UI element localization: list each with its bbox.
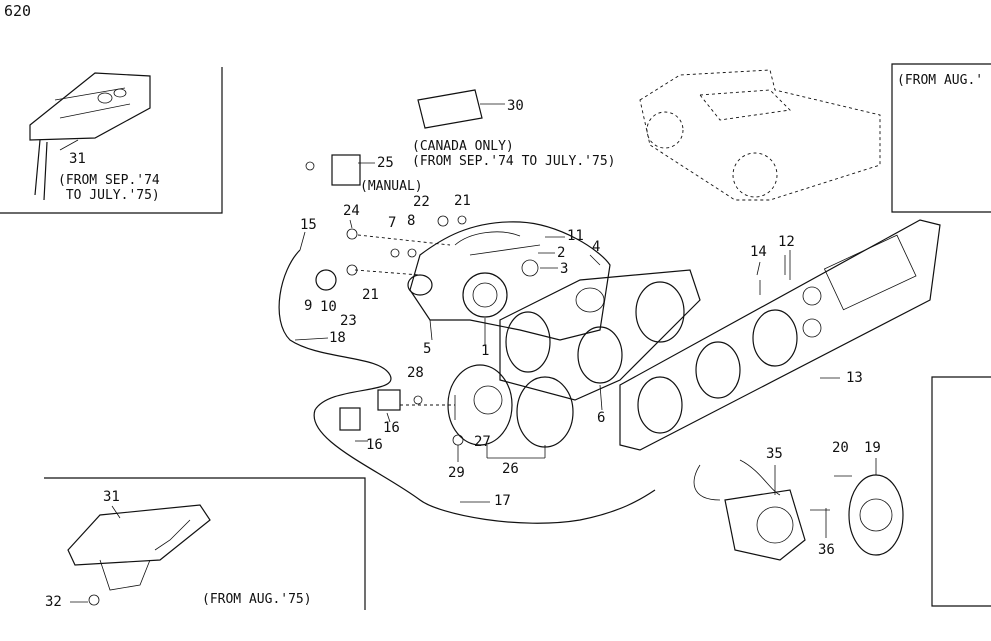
callout-2: 2: [557, 245, 566, 261]
callout-19: 19: [864, 440, 881, 456]
callout-16-right: 16: [383, 420, 400, 436]
inset-frame-top-right: [891, 63, 991, 213]
leader-lines: [299, 162, 877, 538]
callout-28: 28: [407, 365, 424, 381]
callout-30: 30: [507, 98, 524, 114]
callout-26: 26: [502, 461, 519, 477]
meters-drawing: [447, 364, 574, 448]
callout-9: 9: [304, 298, 313, 314]
finisher-panel-drawing: [619, 219, 941, 451]
callout-35: 35: [766, 446, 783, 462]
note-from-aug75: (FROM AUG.'75): [202, 592, 312, 607]
callout-4: 4: [592, 239, 601, 255]
callout-25: 25: [377, 155, 394, 171]
callout-12: 12: [778, 234, 795, 250]
callout-18: 18: [329, 330, 346, 346]
truck-drawing: [639, 69, 881, 201]
callout-20: 20: [832, 440, 849, 456]
page-number: 620: [4, 2, 32, 20]
callout-27: 27: [474, 434, 491, 450]
callout-22: 22: [413, 194, 430, 210]
callout-10: 10: [320, 299, 337, 315]
callout-21-mid: 21: [362, 287, 379, 303]
callout-36: 36: [818, 542, 835, 558]
callout-31-top: 31: [69, 151, 86, 167]
callout-14: 14: [750, 244, 767, 260]
inset-frame-bottom-right: [931, 376, 991, 607]
cluster-harness-drawing: [407, 221, 611, 341]
note-manual: (MANUAL): [360, 179, 423, 194]
inset-frame-top-left: [0, 67, 223, 214]
callout-24: 24: [343, 203, 360, 219]
callout-7: 7: [388, 215, 397, 231]
note-from-sep74-to-july75: (FROM SEP.'74 TO JULY.'75): [58, 173, 160, 203]
inset-frame-bottom-left: [44, 477, 366, 610]
note-from-aug-cut: (FROM AUG.': [897, 73, 984, 88]
callout-32: 32: [45, 594, 62, 610]
callout-21-top: 21: [454, 193, 471, 209]
callout-6: 6: [597, 410, 606, 426]
callout-31-bottom: 31: [103, 489, 120, 505]
callout-17: 17: [494, 493, 511, 509]
callout-13: 13: [846, 370, 863, 386]
small-parts-drawing: [305, 154, 467, 446]
callout-16-left: 16: [366, 437, 383, 453]
callout-1: 1: [481, 343, 490, 359]
note-canada-only: (CANADA ONLY) (FROM SEP.'74 TO JULY.'75): [412, 139, 616, 169]
callout-15: 15: [300, 217, 317, 233]
callout-29: 29: [448, 465, 465, 481]
callout-11: 11: [567, 228, 584, 244]
callout-5: 5: [423, 341, 432, 357]
roof-lamp-aug75-drawing: [67, 504, 211, 606]
map-lamp-drawing: [417, 89, 505, 129]
callout-3: 3: [560, 261, 569, 277]
callout-23: 23: [340, 313, 357, 329]
fan-motor-drawing: [693, 459, 904, 561]
speedometer-cable-drawing: [278, 249, 656, 524]
roof-lamp-drawing: [29, 72, 151, 201]
callout-8: 8: [407, 213, 416, 229]
gauge-housing-drawing: [499, 269, 701, 401]
